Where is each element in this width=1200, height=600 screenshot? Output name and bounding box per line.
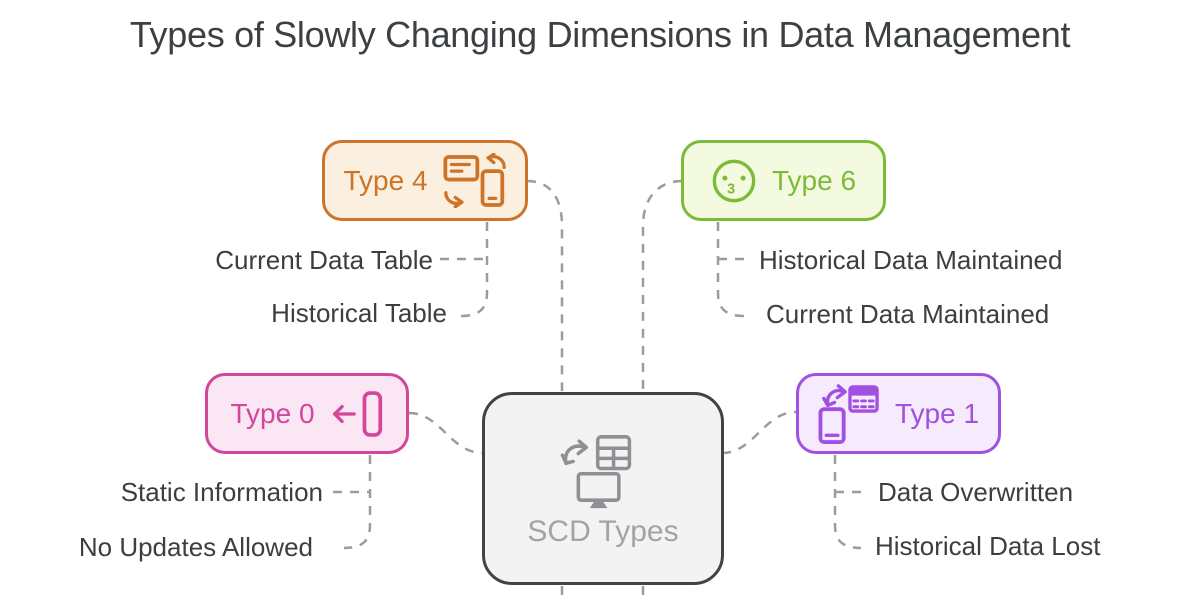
edge-type1-leaves [833, 455, 862, 550]
leaf-no-updates-allowed: No Updates Allowed [78, 532, 313, 562]
phone-to-table-icon [818, 383, 880, 444]
leaf-data-overwritten: Data Overwritten [878, 477, 1074, 507]
arrow-into-column-icon [330, 390, 384, 438]
edge-type6-center [641, 179, 683, 391]
edge-type4-leaves [460, 222, 489, 318]
node-scd-types-label: SCD Types [527, 515, 679, 548]
node-type4-label: Type 4 [343, 164, 428, 196]
card-phone-sync-icon [443, 153, 507, 208]
edge-center-type1 [721, 410, 797, 455]
leaf-historical-table: Historical Table [271, 298, 447, 328]
leaf-historical-data-lost: Historical Data Lost [875, 531, 1101, 561]
page-title: Types of Slowly Changing Dimensions in D… [129, 14, 1071, 55]
node-type1: Type 1 [796, 373, 1001, 454]
edge-type4-center [526, 179, 564, 391]
node-type0: Type 0 [205, 373, 409, 454]
face-with-3-icon: 3 [711, 158, 757, 204]
edge-type0-leaves [343, 455, 372, 550]
node-type1-label: Type 1 [894, 397, 980, 429]
edge-type0-center [408, 411, 484, 455]
leaf-static-information: Static Information [120, 477, 323, 507]
monitor-sync-table-icon [557, 428, 649, 509]
leaf-current-data-table: Current Data Table [215, 245, 433, 275]
face-mouth-glyph: 3 [727, 181, 735, 197]
leaf-current-data-maintained: Current Data Maintained [766, 299, 1050, 329]
leaf-historical-data-maintained: Historical Data Maintained [759, 245, 1063, 275]
node-scd-types: SCD Types [482, 392, 724, 585]
node-type4: Type 4 [322, 140, 528, 221]
node-type6-label: Type 6 [771, 164, 857, 196]
edge-type6-leaves [716, 222, 745, 318]
node-type6: 3 Type 6 [681, 140, 886, 221]
node-type0-label: Type 0 [230, 397, 315, 429]
